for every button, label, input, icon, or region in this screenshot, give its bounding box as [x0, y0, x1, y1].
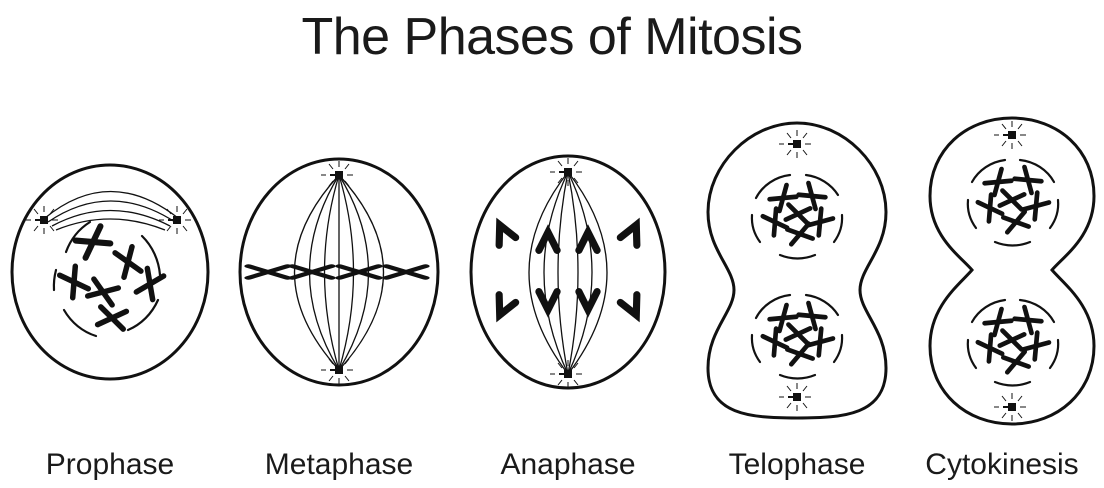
phase-label-prophase: Prophase — [10, 445, 210, 485]
anaphase-cell — [471, 156, 665, 388]
cytokinesis-cell — [930, 118, 1094, 424]
centrosome-icon — [321, 356, 353, 384]
telophase-cell — [708, 123, 886, 418]
centrosome-icon — [994, 393, 1026, 421]
phase-label-metaphase: Metaphase — [239, 445, 439, 485]
centrosome-icon — [779, 130, 811, 158]
metaphase-cell — [240, 159, 438, 385]
centrosome-icon — [994, 121, 1026, 149]
phase-label-anaphase: Anaphase — [468, 445, 668, 485]
centrosome-icon — [321, 161, 353, 189]
phase-label-telophase: Telophase — [697, 445, 897, 485]
phase-label-cytokinesis: Cytokinesis — [902, 445, 1102, 485]
centrosome-icon — [779, 383, 811, 411]
prophase-cell — [12, 165, 208, 379]
